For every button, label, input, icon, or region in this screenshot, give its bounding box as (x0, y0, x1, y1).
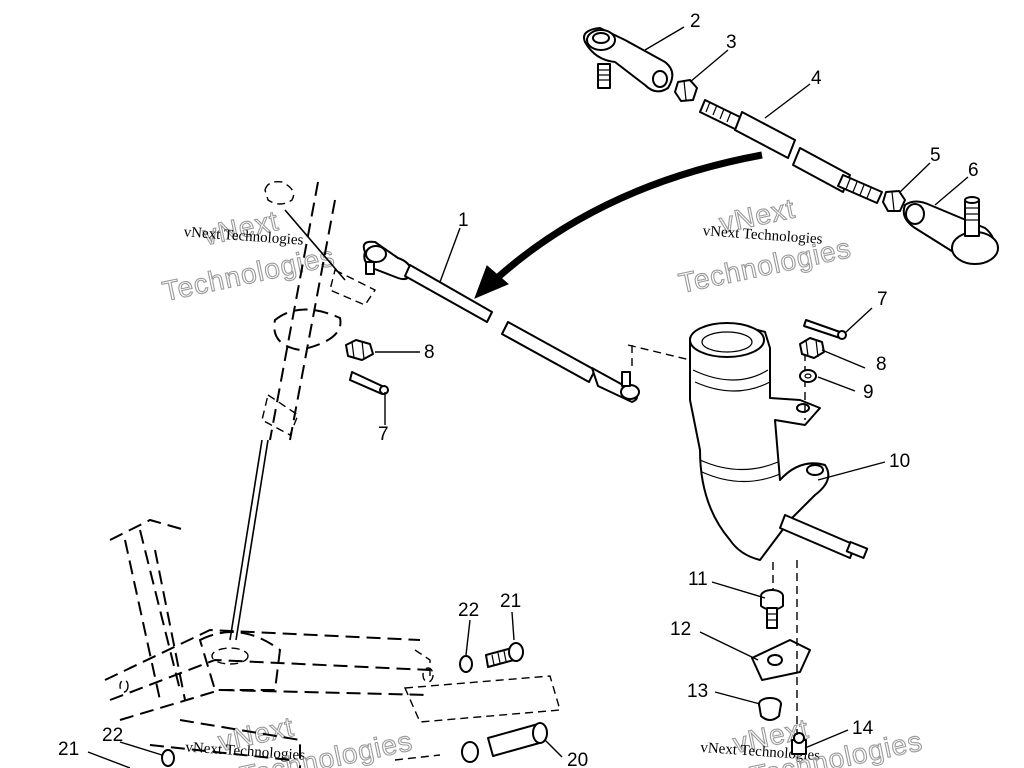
grease-fitting (791, 732, 807, 755)
callout-10: 10 (889, 451, 910, 472)
frame-bolt-upper (485, 642, 524, 668)
callout-20: 20 (567, 750, 588, 768)
jam-nut-right (882, 190, 906, 212)
callout-14: 14 (852, 718, 874, 739)
callout-22-lower: 22 (102, 725, 123, 746)
castle-nut-right (799, 337, 825, 359)
watermark-bottom-left: vNext vNext Technologies Technologies (185, 710, 416, 768)
callout-11: 11 (688, 569, 708, 590)
washer-right (799, 369, 817, 383)
callout-4: 4 (811, 68, 822, 89)
cotter-pin-center (349, 371, 389, 395)
callout-labels: 1 2 3 4 5 6 7 7 8 8 9 10 11 12 13 14 20 … (58, 11, 979, 768)
watermark-bottom-right: vNext vNext Technologies Technologies (700, 712, 926, 768)
callout-13: 13 (687, 681, 708, 702)
tie-rod-end-left (583, 27, 674, 93)
adjuster-tube (699, 99, 883, 204)
callout-2: 2 (690, 11, 701, 32)
steering-post (229, 180, 377, 641)
cotter-pin-right (803, 319, 847, 340)
callout-8-center: 8 (424, 342, 435, 363)
callout-7-right: 7 (877, 289, 888, 310)
callout-9: 9 (863, 382, 874, 403)
watermark-top-right: vNext Technologies vNext Technologies (675, 192, 854, 299)
spindle-bolt (760, 589, 784, 629)
callout-3: 3 (726, 32, 737, 53)
frame-washer-upper (459, 655, 473, 673)
leader-lines (87, 26, 969, 768)
tie-rod-assembly (362, 240, 640, 403)
spindle-plate (751, 639, 811, 681)
frame-pin-lower (487, 722, 548, 757)
frame-washer-lower (461, 741, 479, 763)
callout-12: 12 (670, 619, 691, 640)
tie-rod-end-right (902, 196, 999, 265)
steering-spindle (627, 322, 869, 561)
frame-washer-bottom-left (161, 749, 175, 767)
callout-22-upper: 22 (458, 600, 479, 621)
assembly-arrow (474, 151, 763, 299)
watermark-small-text: vNext Technologies (183, 224, 304, 248)
watermark-big-line2: Technologies (160, 240, 338, 307)
callout-7-center: 7 (378, 424, 389, 445)
callout-21-lower: 21 (58, 739, 79, 760)
watermark-small-text: vNext Technologies (702, 223, 823, 247)
callout-6: 6 (968, 160, 979, 181)
callout-8-right: 8 (876, 354, 887, 375)
callout-5: 5 (930, 145, 941, 166)
castle-nut-center (345, 339, 374, 361)
callout-21-upper: 21 (500, 591, 521, 612)
spindle-bushing (758, 697, 782, 721)
watermark-top-left: vNext Technologies vNext Technologies (159, 204, 338, 307)
callout-1: 1 (458, 210, 469, 231)
frame (104, 518, 561, 768)
jam-nut-left (674, 79, 698, 102)
